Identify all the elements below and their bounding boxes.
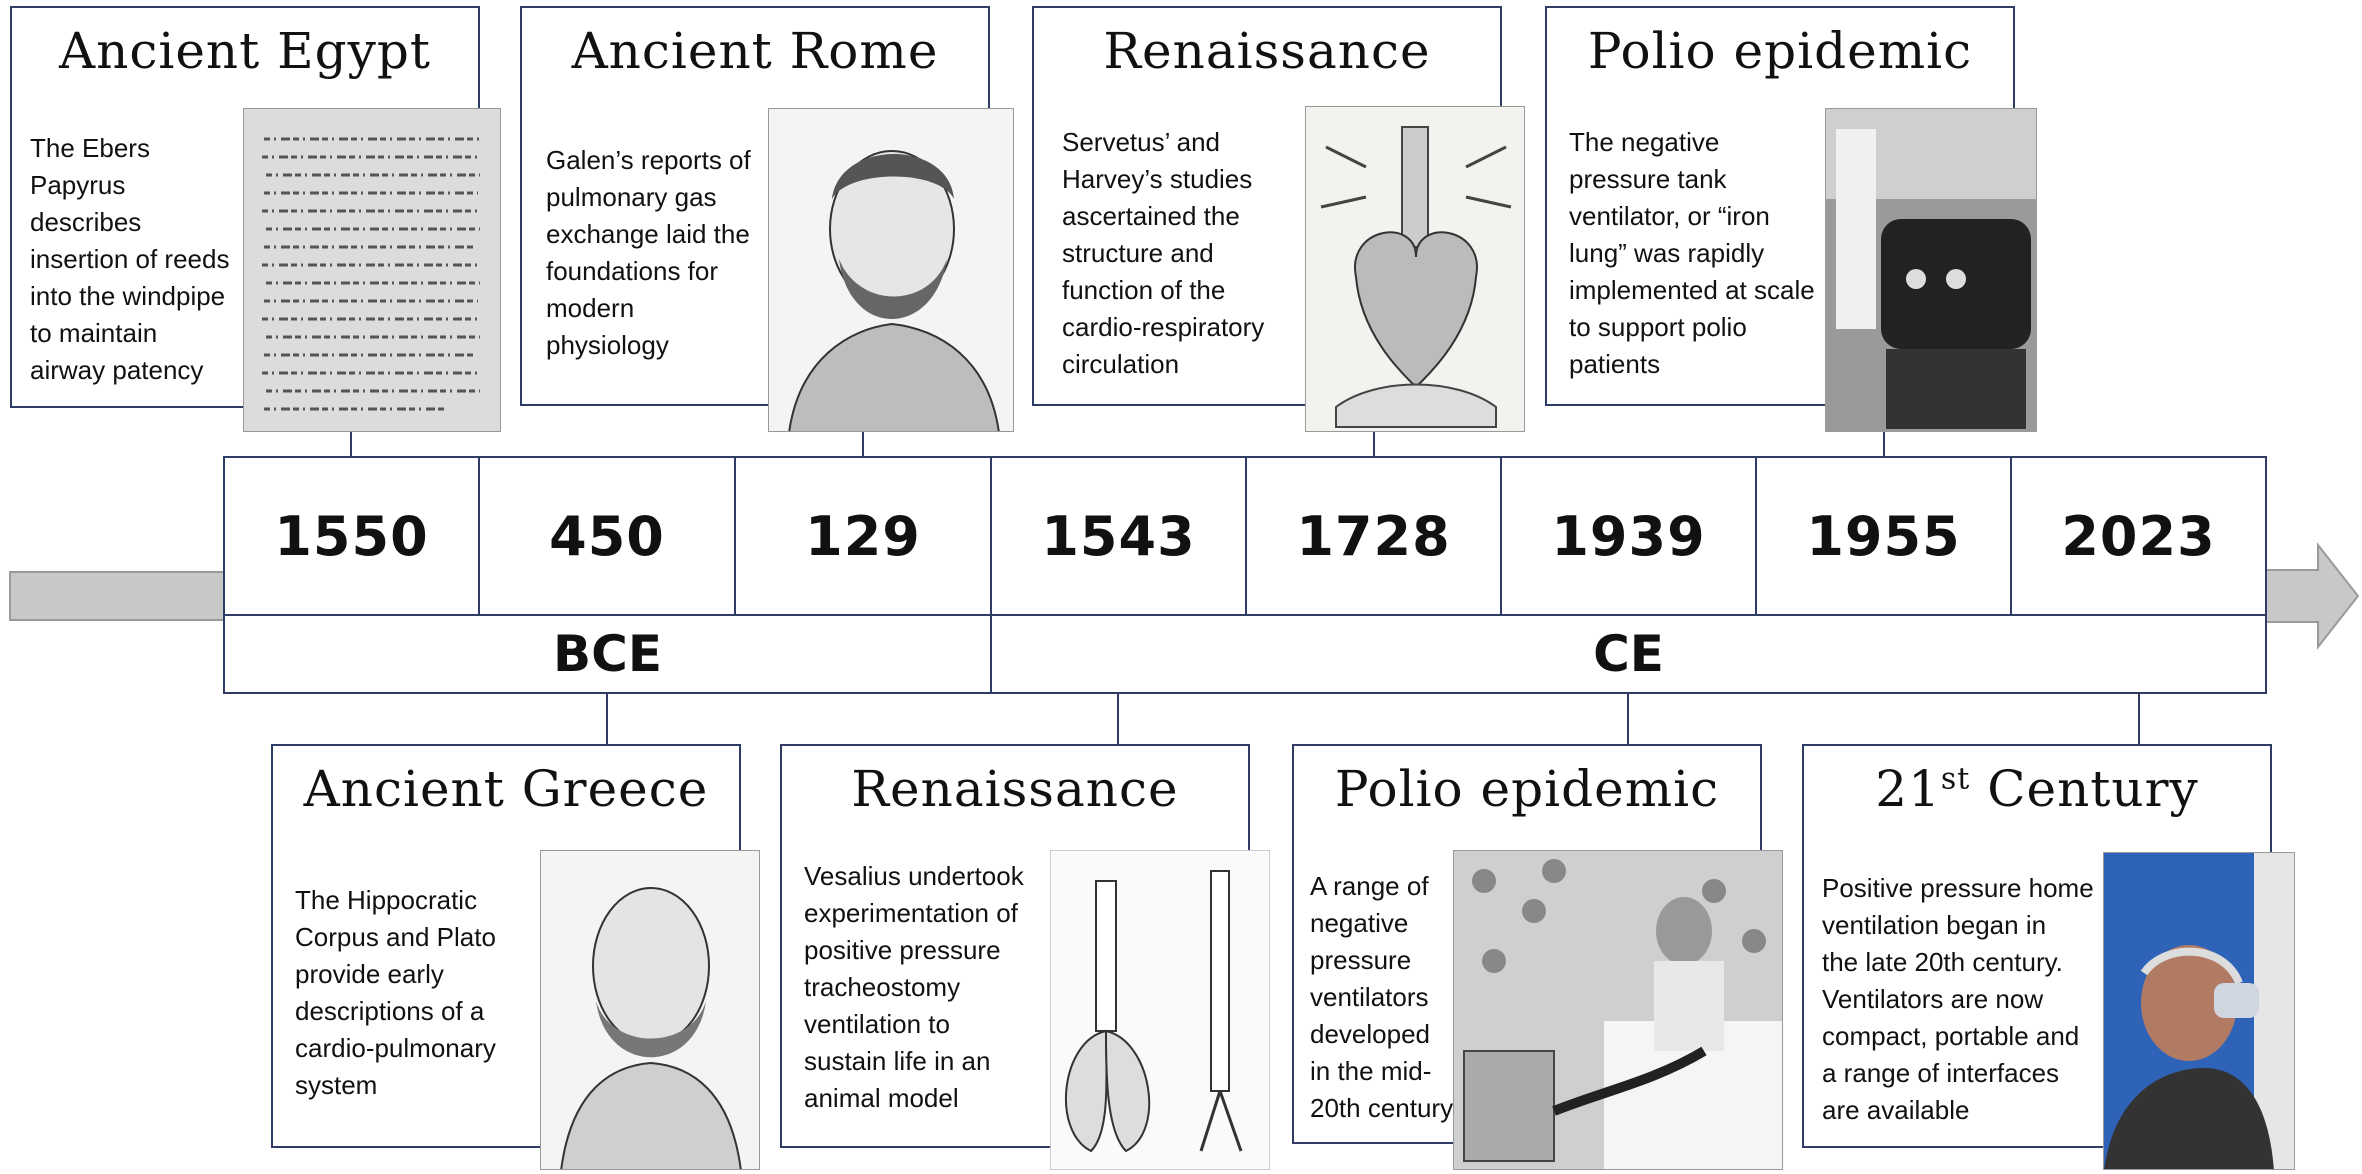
year-cell: 2023 (2010, 456, 2267, 616)
connector-129 (862, 430, 864, 458)
event-title: Polio epidemic (1547, 22, 2013, 80)
heart-anatomy-engraving (1305, 106, 1525, 432)
event-title: Ancient Rome (522, 22, 988, 80)
year-cell: 1543 (990, 456, 1247, 616)
year-cell: 1550 (223, 456, 480, 616)
event-title: 21st Century (1804, 760, 2270, 818)
trachea-lungs-drawing (1050, 850, 1270, 1170)
mask-ventilation-photo (2103, 852, 2295, 1170)
connector-2023 (2138, 692, 2140, 744)
era-ce: CE (990, 614, 2267, 694)
year-cell: 1939 (1500, 456, 1757, 616)
hippocrates-bust (540, 850, 760, 1170)
galen-portrait (768, 108, 1014, 432)
year-cell: 450 (478, 456, 736, 616)
patient-ventilator-photo (1453, 850, 1783, 1170)
year-cell: 1955 (1755, 456, 2012, 616)
connector-1728 (1373, 430, 1375, 458)
event-title: Renaissance (1034, 22, 1500, 80)
year-cell: 1728 (1245, 456, 1502, 616)
era-bce: BCE (223, 614, 992, 694)
connector-450 (606, 692, 608, 744)
connector-1543 (1117, 692, 1119, 744)
event-title: Renaissance (782, 760, 1248, 818)
event-title: Polio epidemic (1294, 760, 1760, 818)
connector-1550 (350, 430, 352, 458)
connector-1955 (1883, 430, 1885, 458)
year-cell: 129 (734, 456, 992, 616)
event-title: Ancient Egypt (12, 22, 478, 80)
iron-lung-photo (1825, 108, 2037, 432)
event-title: Ancient Greece (273, 760, 739, 818)
connector-1939 (1627, 692, 1629, 744)
papyrus-image (243, 108, 501, 432)
